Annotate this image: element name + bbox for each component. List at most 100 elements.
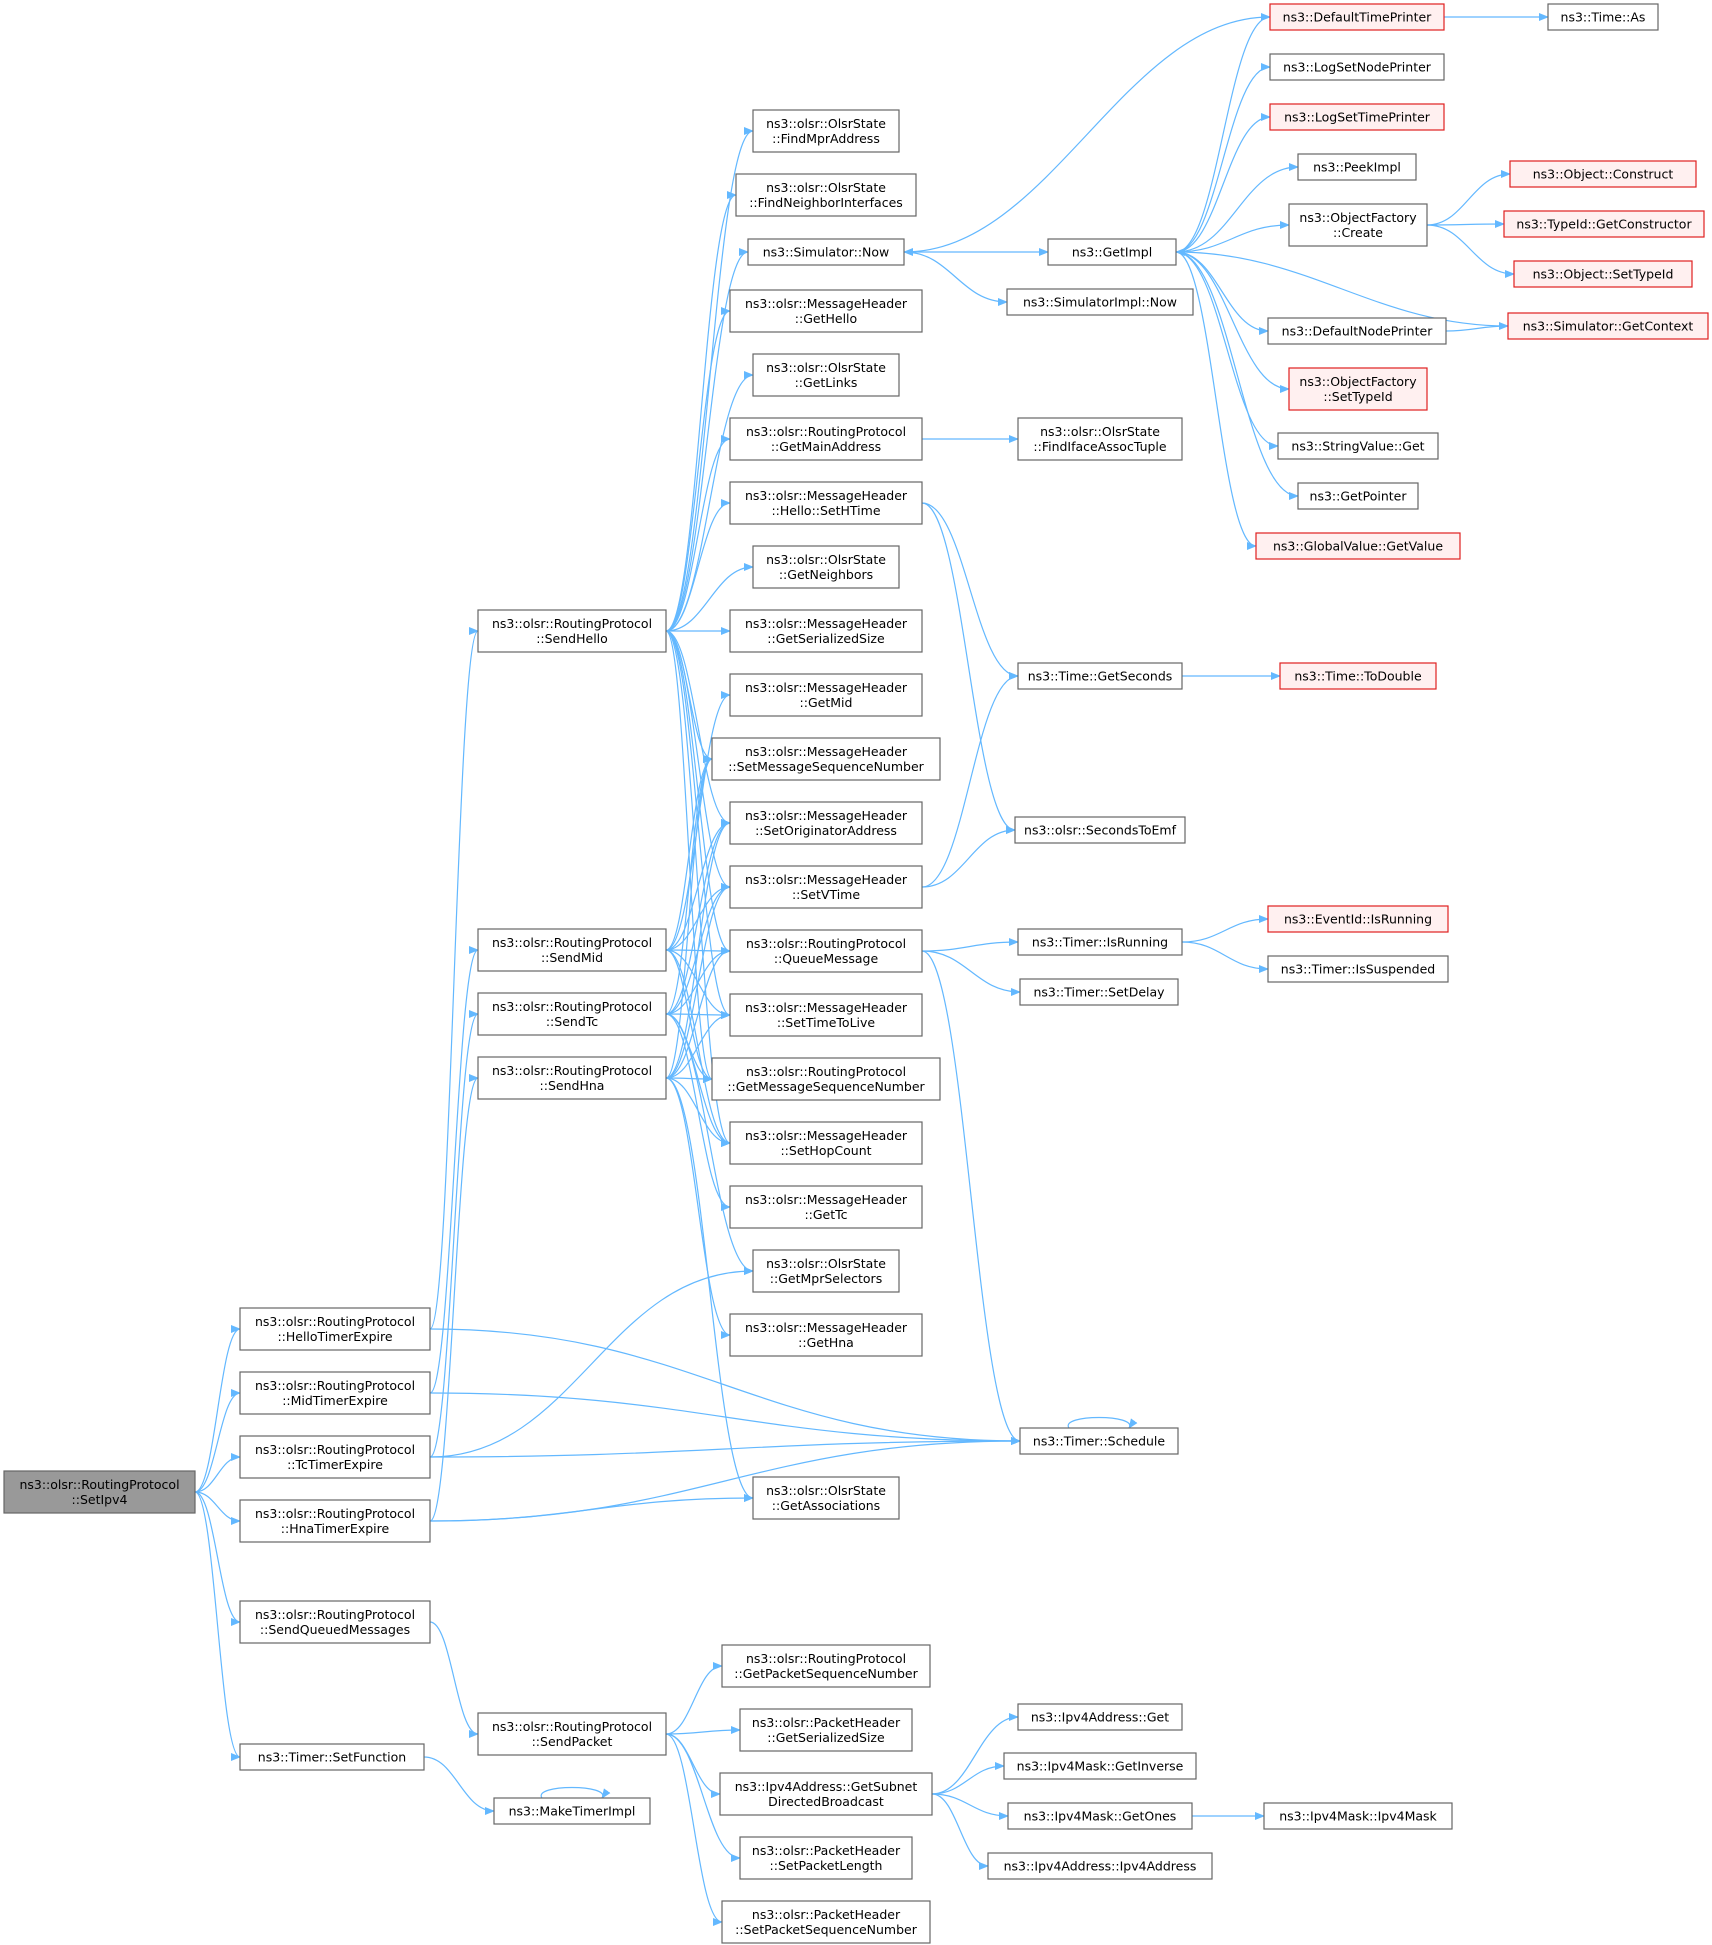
node-stringvalget[interactable]: ns3::StringValue::Get: [1277, 432, 1439, 460]
node-setipv4[interactable]: ns3::olsr::RoutingProtocol::SetIpv4: [3, 1470, 196, 1514]
node-getsubnet[interactable]: ns3::Ipv4Address::GetSubnetDirectedBroad…: [719, 1772, 933, 1816]
node-logsetnode[interactable]: ns3::LogSetNodePrinter: [1269, 53, 1445, 81]
node-simgetcontext[interactable]: ns3::Simulator::GetContext: [1507, 312, 1709, 340]
node-issuspended[interactable]: ns3::Timer::IsSuspended: [1267, 955, 1449, 983]
edge-hnatimer-to-schedule: [429, 1437, 1021, 1522]
node-label: ns3::olsr::RoutingProtocol: [255, 1314, 415, 1329]
node-setorigaddr[interactable]: ns3::olsr::MessageHeader::SetOriginatorA…: [729, 801, 923, 845]
node-getmainaddr[interactable]: ns3::olsr::RoutingProtocol::GetMainAddre…: [729, 417, 923, 461]
edge-hellotimer-to-sendhello: [429, 627, 479, 1330]
edge-sendhello-to-findneighif: [665, 191, 737, 632]
node-defnodeprinter[interactable]: ns3::DefaultNodePrinter: [1267, 317, 1447, 345]
node-secondstoemf[interactable]: ns3::olsr::SecondsToEmf: [1014, 816, 1186, 844]
node-label: ::SetVTime: [792, 887, 860, 902]
node-getones[interactable]: ns3::Ipv4Mask::GetOnes: [1007, 1802, 1193, 1830]
edge-sendhello-to-findmpr: [665, 127, 754, 632]
node-objfactsettypeid[interactable]: ns3::ObjectFactory::SetTypeId: [1288, 367, 1428, 411]
node-box: [1006, 288, 1194, 316]
node-box: [239, 1743, 425, 1771]
node-schedule[interactable]: ns3::Timer::Schedule: [1019, 1427, 1179, 1455]
node-box: [239, 1435, 431, 1479]
node-objfactcreate[interactable]: ns3::ObjectFactory::Create: [1288, 203, 1428, 247]
node-label: ns3::Ipv4Address::Ipv4Address: [1004, 1859, 1197, 1874]
node-sendhna[interactable]: ns3::olsr::RoutingProtocol::SendHna: [477, 1056, 667, 1100]
edge-sendpacket-to-getpktseq: [665, 1662, 723, 1735]
node-box: [729, 673, 923, 717]
node-box: [1263, 1802, 1453, 1830]
node-gethna[interactable]: ns3::olsr::MessageHeader::GetHna: [729, 1313, 923, 1357]
node-peekimpl[interactable]: ns3::PeekImpl: [1297, 153, 1417, 181]
edge-sethtime-to-secondstoemf: [921, 502, 1016, 834]
node-sethopcount[interactable]: ns3::olsr::MessageHeader::SetHopCount: [729, 1121, 923, 1165]
node-label: ns3::olsr::RoutingProtocol: [492, 999, 652, 1014]
node-label: ns3::olsr::MessageHeader: [745, 872, 908, 887]
node-getmprsel[interactable]: ns3::olsr::OlsrState::GetMprSelectors: [752, 1249, 900, 1293]
node-label: ::GetLinks: [795, 375, 858, 390]
node-setfunction[interactable]: ns3::Timer::SetFunction: [239, 1743, 425, 1771]
node-sendpacket[interactable]: ns3::olsr::RoutingProtocol::SendPacket: [477, 1712, 667, 1756]
node-getserialsize[interactable]: ns3::olsr::MessageHeader::GetSerializedS…: [729, 609, 923, 653]
node-queuemsg[interactable]: ns3::olsr::RoutingProtocol::QueueMessage: [729, 929, 923, 973]
node-sendmid[interactable]: ns3::olsr::RoutingProtocol::SendMid: [477, 928, 667, 972]
edge-setvtime-to-secondstoemf: [921, 826, 1016, 888]
node-getmid[interactable]: ns3::olsr::MessageHeader::GetMid: [729, 673, 923, 717]
node-getpktseq[interactable]: ns3::olsr::RoutingProtocol::GetPacketSeq…: [721, 1644, 931, 1688]
node-tctimer[interactable]: ns3::olsr::RoutingProtocol::TcTimerExpir…: [239, 1435, 431, 1479]
node-eventisrunning[interactable]: ns3::EventId::IsRunning: [1267, 905, 1449, 933]
node-midtimer[interactable]: ns3::olsr::RoutingProtocol::MidTimerExpi…: [239, 1371, 431, 1415]
node-deftimeprinter[interactable]: ns3::DefaultTimePrinter: [1269, 3, 1445, 31]
node-todouble[interactable]: ns3::Time::ToDouble: [1279, 662, 1437, 690]
node-findneighif[interactable]: ns3::olsr::OlsrState::FindNeighborInterf…: [735, 173, 917, 217]
node-getneighbors[interactable]: ns3::olsr::OlsrState::GetNeighbors: [752, 545, 900, 589]
node-label: ns3::LogSetTimePrinter: [1284, 110, 1431, 125]
node-sendtc[interactable]: ns3::olsr::RoutingProtocol::SendTc: [477, 992, 667, 1036]
node-ipv4get[interactable]: ns3::Ipv4Address::Get: [1017, 1703, 1183, 1731]
node-findmpr[interactable]: ns3::olsr::OlsrState::FindMprAddress: [752, 109, 900, 153]
node-box: [1277, 432, 1439, 460]
node-getimpl[interactable]: ns3::GetImpl: [1047, 238, 1177, 266]
node-maketimerimpl[interactable]: ns3::MakeTimerImpl: [493, 1797, 651, 1825]
node-box: [1047, 238, 1177, 266]
node-timeas[interactable]: ns3::Time::As: [1547, 3, 1659, 31]
node-setpktlen[interactable]: ns3::olsr::PacketHeader::SetPacketLength: [739, 1836, 913, 1880]
node-objconstruct[interactable]: ns3::Object::Construct: [1509, 160, 1697, 188]
node-box: [729, 289, 923, 333]
node-getmsgseq[interactable]: ns3::olsr::RoutingProtocol::GetMessageSe…: [711, 1057, 941, 1101]
edge-sendhna-to-setttl: [665, 1011, 731, 1079]
node-getseconds[interactable]: ns3::Time::GetSeconds: [1017, 662, 1183, 690]
node-getlinks[interactable]: ns3::olsr::OlsrState::GetLinks: [752, 353, 900, 397]
node-typeidctor[interactable]: ns3::TypeId::GetConstructor: [1503, 210, 1705, 238]
node-setttl[interactable]: ns3::olsr::MessageHeader::SetTimeToLive: [729, 993, 923, 1037]
edge-sethtime-to-getseconds: [921, 502, 1019, 680]
node-sendhello[interactable]: ns3::olsr::RoutingProtocol::SendHello: [477, 609, 667, 653]
node-getassoc[interactable]: ns3::olsr::OlsrState::GetAssociations: [752, 1476, 900, 1520]
node-sethtime[interactable]: ns3::olsr::MessageHeader::Hello::SetHTim…: [729, 481, 923, 525]
node-setdelay[interactable]: ns3::Timer::SetDelay: [1019, 978, 1179, 1006]
node-setmsgseq[interactable]: ns3::olsr::MessageHeader::SetMessageSequ…: [711, 737, 941, 781]
node-label: ::GetSerializedSize: [767, 631, 885, 646]
node-ipv4maskctor[interactable]: ns3::Ipv4Mask::Ipv4Mask: [1263, 1802, 1453, 1830]
node-pktgetsize[interactable]: ns3::olsr::PacketHeader::GetSerializedSi…: [739, 1708, 913, 1752]
node-box: [1279, 662, 1437, 690]
node-box: [1267, 317, 1447, 345]
node-findifaceassoc[interactable]: ns3::olsr::OlsrState::FindIfaceAssocTupl…: [1017, 417, 1183, 461]
node-label: ns3::Object::SetTypeId: [1533, 267, 1674, 282]
node-setpktseq[interactable]: ns3::olsr::PacketHeader::SetPacketSequen…: [721, 1900, 931, 1944]
node-simimplnow[interactable]: ns3::SimulatorImpl::Now: [1006, 288, 1194, 316]
node-getpointer[interactable]: ns3::GetPointer: [1297, 482, 1419, 510]
node-hnatimer[interactable]: ns3::olsr::RoutingProtocol::HnaTimerExpi…: [239, 1499, 431, 1543]
node-gettc[interactable]: ns3::olsr::MessageHeader::GetTc: [729, 1185, 923, 1229]
node-label: ::SetPacketSequenceNumber: [735, 1922, 918, 1937]
edge-getsubnet-to-getinverse: [931, 1762, 1005, 1795]
node-objsettypeid[interactable]: ns3::Object::SetTypeId: [1513, 260, 1693, 288]
node-setvtime[interactable]: ns3::olsr::MessageHeader::SetVTime: [729, 865, 923, 909]
node-getinverse[interactable]: ns3::Ipv4Mask::GetInverse: [1003, 1752, 1197, 1780]
node-hellotimer[interactable]: ns3::olsr::RoutingProtocol::HelloTimerEx…: [239, 1307, 431, 1351]
node-logsettime[interactable]: ns3::LogSetTimePrinter: [1269, 103, 1445, 131]
node-ipv4addrctor[interactable]: ns3::Ipv4Address::Ipv4Address: [987, 1852, 1213, 1880]
node-simnow[interactable]: ns3::Simulator::Now: [747, 238, 905, 266]
node-isrunning[interactable]: ns3::Timer::IsRunning: [1017, 928, 1183, 956]
node-sendqueued[interactable]: ns3::olsr::RoutingProtocol::SendQueuedMe…: [239, 1600, 431, 1644]
node-gethello[interactable]: ns3::olsr::MessageHeader::GetHello: [729, 289, 923, 333]
node-globalvalget[interactable]: ns3::GlobalValue::GetValue: [1255, 532, 1461, 560]
